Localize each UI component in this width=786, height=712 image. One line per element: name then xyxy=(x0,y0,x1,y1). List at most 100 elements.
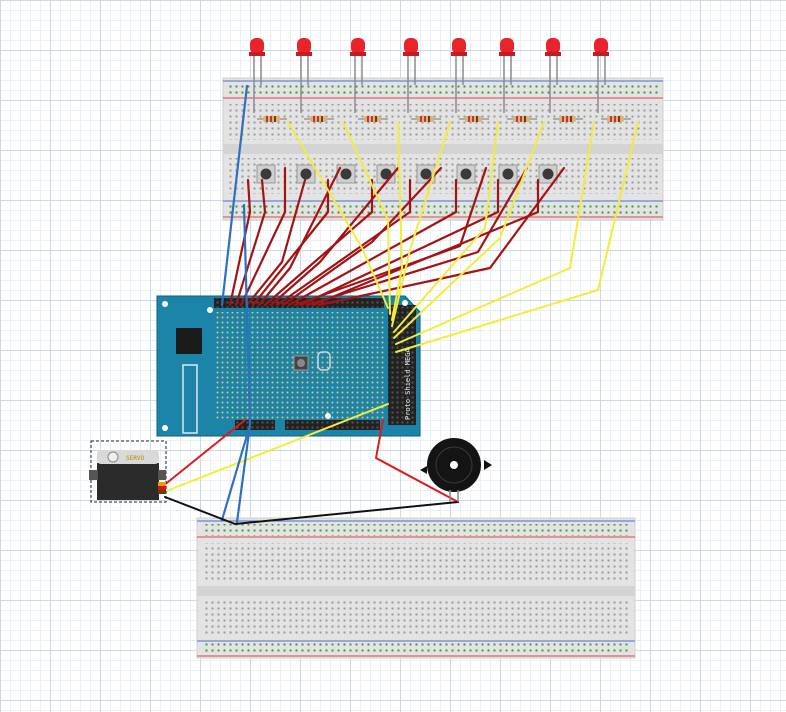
red-wire-servo xyxy=(162,419,246,487)
red-wire-buzzer xyxy=(375,419,459,503)
piezo-buzzer xyxy=(420,438,492,502)
resistor-7-band-3 xyxy=(570,116,572,122)
mount-hole-2 xyxy=(162,425,168,431)
led-8-rim xyxy=(593,52,609,56)
resistor-8-band-1 xyxy=(610,116,612,122)
led-5-rim xyxy=(451,52,467,56)
top-holes-upper xyxy=(228,104,658,140)
bottom-breadboard xyxy=(196,517,636,659)
resistor-1-band-3 xyxy=(274,116,276,122)
resistor-5-band-2 xyxy=(472,116,474,122)
resistor-7-band-1 xyxy=(562,116,564,122)
button-4-cap xyxy=(380,168,392,180)
red-wire-11 xyxy=(287,178,458,307)
resistor-6-band-2 xyxy=(520,116,522,122)
resistor-4-band-3 xyxy=(428,116,430,122)
red-wire-4 xyxy=(245,178,307,307)
led-8-body xyxy=(594,38,608,54)
led-4-body xyxy=(404,38,418,54)
bb2-rail-holes xyxy=(202,524,630,536)
reset-button-cap xyxy=(297,359,305,367)
buzzer-tab-right xyxy=(484,460,492,470)
resistor-6-band-3 xyxy=(524,116,526,122)
servo-body xyxy=(97,463,159,500)
yellow-wire-5 xyxy=(393,121,499,333)
resistor-4-band-2 xyxy=(424,116,426,122)
yellow-wire-3 xyxy=(391,121,403,321)
yellow-wire-7 xyxy=(395,121,595,345)
servo-tab-left xyxy=(89,470,98,480)
led-2-rim xyxy=(296,52,312,56)
buzzer-ring xyxy=(435,446,473,484)
button-5-cap xyxy=(420,168,432,180)
led-6-rim xyxy=(499,52,515,56)
led-7-rim xyxy=(545,52,561,56)
led-5-body xyxy=(452,38,466,54)
resistor-1-band-1 xyxy=(266,116,268,122)
red-wire-8 xyxy=(269,166,400,307)
red-wire-16 xyxy=(317,166,566,307)
red-wire-10 xyxy=(281,166,443,307)
red-wire-1 xyxy=(228,178,252,307)
resistor-3-band-1 xyxy=(367,116,369,122)
red-wire-9 xyxy=(275,178,412,307)
led-7-body xyxy=(546,38,560,54)
resistor-2-band-1 xyxy=(313,116,315,122)
led-group xyxy=(249,38,609,113)
resistor-4-band-1 xyxy=(420,116,422,122)
chip-outline xyxy=(182,364,198,434)
pushbutton-group xyxy=(256,164,558,184)
yellow-wire-1 xyxy=(287,121,389,309)
black-wire-ground xyxy=(164,496,459,525)
ic-chip xyxy=(176,328,202,354)
resistor-5-band-1 xyxy=(468,116,470,122)
servo-label: SERVO xyxy=(126,455,144,462)
servo-lead-signal xyxy=(158,482,166,486)
button-7-cap xyxy=(502,168,514,180)
bb2-holes-upper xyxy=(202,543,630,583)
resistor-group xyxy=(257,116,631,122)
button-3-cap xyxy=(340,168,352,180)
mount-hole-3 xyxy=(207,307,213,313)
yellow-wire-9 xyxy=(163,403,389,493)
led-3-body xyxy=(351,38,365,54)
resistor-8-band-2 xyxy=(614,116,616,122)
mount-hole-5 xyxy=(402,300,408,306)
led-1-rim xyxy=(249,52,265,56)
red-wire-14 xyxy=(305,166,529,307)
resistor-2-band-2 xyxy=(317,116,319,122)
button-8-cap xyxy=(542,168,554,180)
resistor-1-band-2 xyxy=(270,116,272,122)
mount-hole-1 xyxy=(162,301,168,307)
servo-tab-right xyxy=(158,470,166,480)
yellow-wire-2 xyxy=(342,121,391,315)
servo-motor: SERVO xyxy=(89,440,167,503)
mount-hole-4 xyxy=(325,413,331,419)
power-header xyxy=(235,420,275,430)
servo-lead-power xyxy=(158,486,166,490)
buzzer-center-hole xyxy=(450,461,458,469)
crystal xyxy=(317,351,331,371)
proto-shield-board: Proto Shield MEGA xyxy=(156,295,421,437)
buzzer-tab-left xyxy=(420,466,427,474)
red-wire-6 xyxy=(257,166,342,307)
board-label: Proto Shield MEGA xyxy=(404,348,412,420)
bottom-rail-holes xyxy=(228,204,658,216)
resistor-6-band-1 xyxy=(516,116,518,122)
top-breadboard xyxy=(222,77,664,221)
led-3-rim xyxy=(350,52,366,56)
led-6-body xyxy=(500,38,514,54)
yellow-wire-4 xyxy=(391,121,451,327)
servo-lead-ground xyxy=(158,490,166,494)
red-wire-3 xyxy=(239,166,287,307)
red-wire-13 xyxy=(299,178,500,307)
top-center-channel xyxy=(223,144,663,154)
led-4-rim xyxy=(403,52,419,56)
servo-horn-hub xyxy=(107,451,119,463)
button-1-cap xyxy=(260,168,272,180)
resistor-8-band-3 xyxy=(618,116,620,122)
resistor-5-band-3 xyxy=(476,116,478,122)
resistor-2-band-3 xyxy=(321,116,323,122)
red-wire-12 xyxy=(293,166,488,307)
